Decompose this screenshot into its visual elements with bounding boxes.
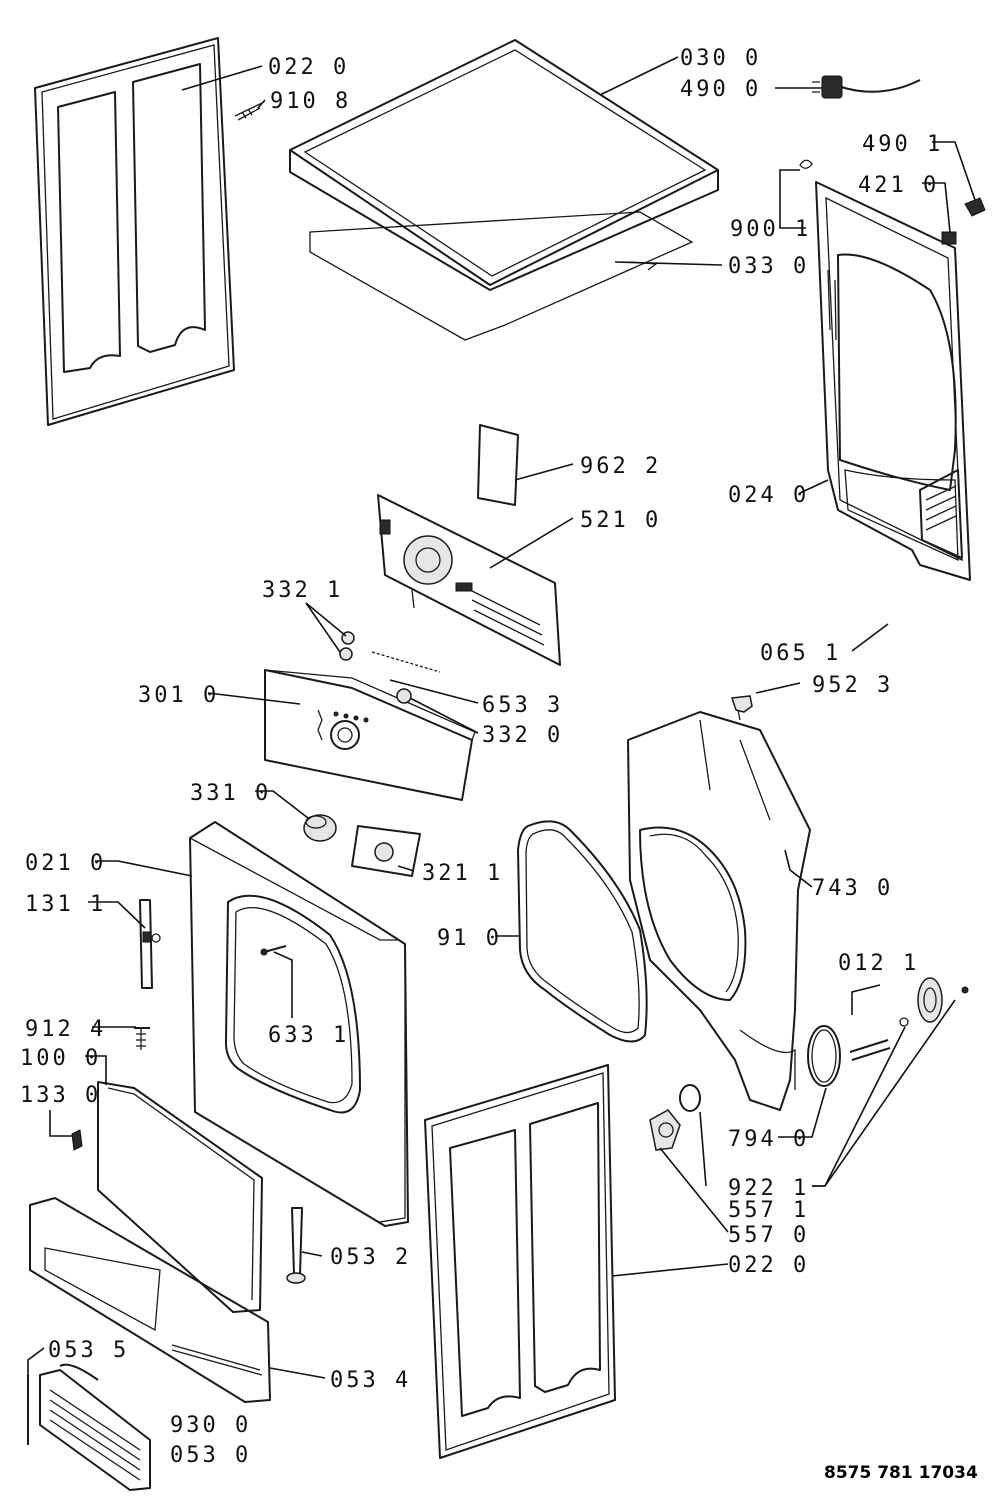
side-panel-right-bottom [424,1064,616,1459]
base-kick-panel [29,1197,271,1403]
door-pin [260,945,287,956]
part-label: 910 8 [270,89,351,114]
knob-small-parts [339,631,355,661]
part-label: 421 0 [858,173,939,198]
top-cover [289,39,719,341]
plug-part [730,695,753,721]
power-cord [812,75,921,99]
part-label: 653 3 [482,693,563,718]
wire-clip [799,159,813,169]
part-label: 030 0 [680,46,761,71]
switch-plate [351,825,421,877]
part-label: 065 1 [760,641,841,666]
part-label: 930 0 [170,1413,251,1438]
part-label: 91 0 [437,926,502,951]
selector-knob [396,688,412,704]
part-label: 633 1 [268,1023,349,1048]
part-label: 021 0 [25,851,106,876]
control-panel [264,669,476,801]
part-label: 521 0 [580,508,661,533]
part-label: 012 1 [838,951,919,976]
bearing-part [649,1109,681,1151]
part-label: 557 0 [728,1223,809,1248]
document-number: 8575 781 17034 [824,1463,978,1483]
part-label: 490 0 [680,77,761,102]
part-label: 490 1 [862,132,943,157]
part-label: 022 0 [268,55,349,80]
part-label: 100 0 [20,1046,101,1071]
part-label: 332 1 [262,578,343,603]
part-label: 922 1 [728,1176,809,1201]
support-leg [286,1207,306,1284]
part-label: 332 0 [482,723,563,748]
part-label: 053 4 [330,1368,411,1393]
part-label: 321 1 [422,861,503,886]
door-hinge [139,899,161,989]
leader-lines [27,56,976,1379]
part-label: 131 1 [25,892,106,917]
part-label: 557 1 [728,1198,809,1223]
part-label: 053 0 [170,1443,251,1468]
part-label: 331 0 [190,781,271,806]
bearing-ring [679,1084,701,1112]
door-handle [71,1129,83,1151]
part-label: 022 0 [728,1253,809,1278]
drum-housing [627,711,811,1111]
part-label: 301 0 [138,683,219,708]
part-label: 794 0 [728,1127,809,1152]
screw-part [234,102,263,121]
scale-strip [371,651,441,673]
small-block-part [941,231,957,245]
label-sheet [477,424,519,506]
front-panel [189,821,409,1227]
part-label: 033 0 [728,254,809,279]
shaft-assembly [849,1017,909,1061]
part-label: 952 3 [812,673,893,698]
part-labels: 022 0 910 8 030 0 490 0 490 1 421 0 900 … [20,46,943,1468]
drive-belt [807,1025,841,1087]
connector-part [964,197,986,217]
screw-part-2 [134,1027,150,1050]
back-panel [815,181,971,581]
part-label: 053 2 [330,1245,411,1270]
part-label: 743 0 [812,876,893,901]
side-panel-left-top [34,37,235,426]
door-panel [97,1081,263,1313]
fan-wheel [917,977,969,1023]
part-label: 024 0 [728,483,809,508]
part-label: 053 5 [48,1338,129,1363]
part-label: 912 4 [25,1017,106,1042]
filter-grille [39,1363,151,1491]
part-label: 962 2 [580,454,661,479]
main-knob [303,814,337,842]
control-board [377,494,561,666]
door-seal [517,820,648,1043]
part-label: 900 1 [730,217,811,242]
part-label: 133 0 [20,1083,101,1108]
